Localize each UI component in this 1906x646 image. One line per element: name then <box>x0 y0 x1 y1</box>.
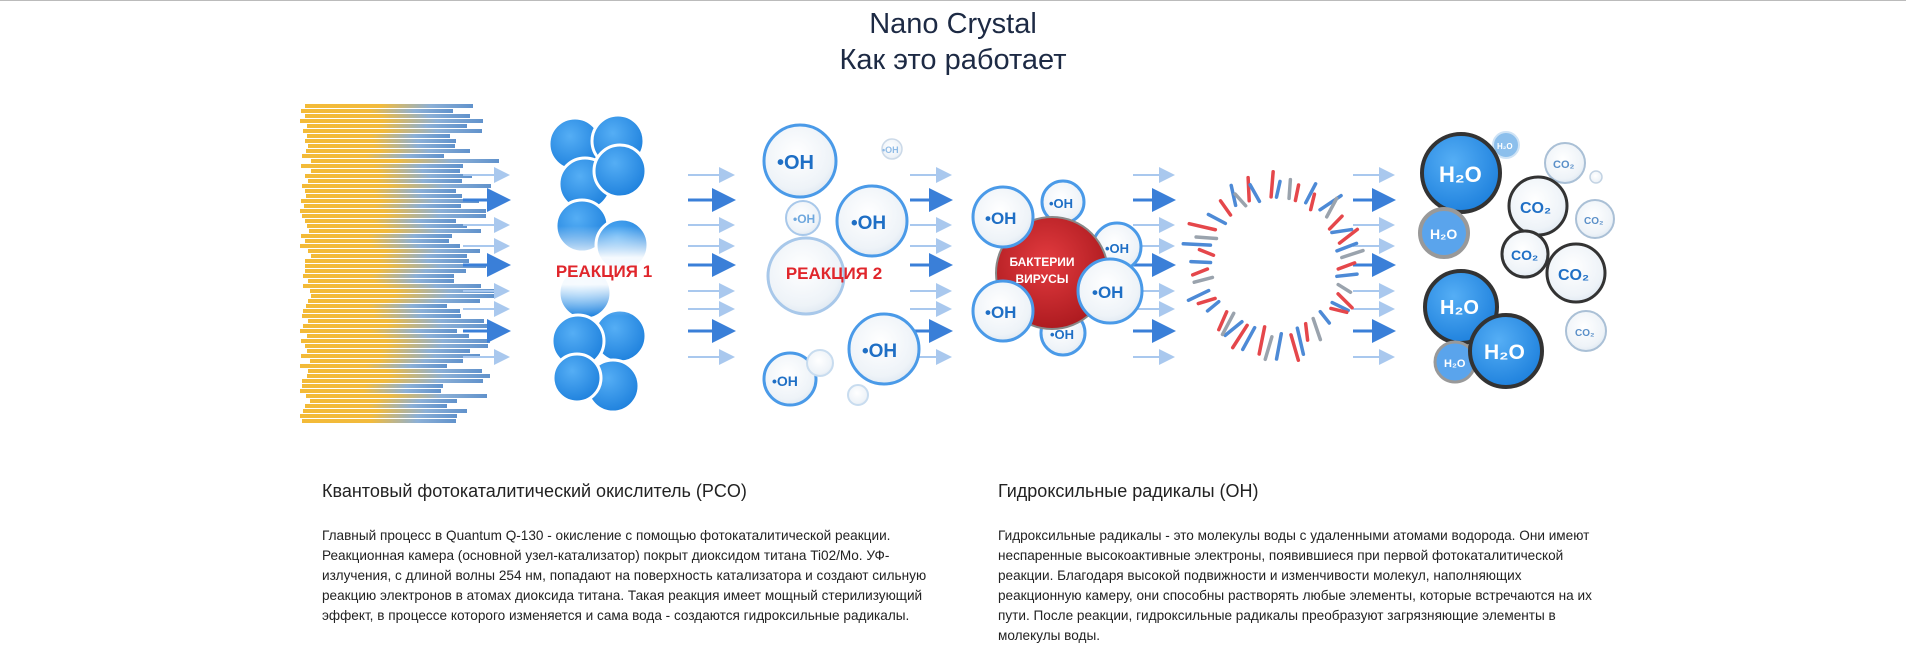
oh-description: Гидроксильные радикалы - это молекулы во… <box>998 528 1592 643</box>
pco-description: Главный процесс в Quantum Q-130 - окисле… <box>322 528 927 623</box>
svg-text:•OH: •OH <box>1092 283 1123 302</box>
svg-text:•OH: •OH <box>882 145 899 155</box>
uv-rays <box>300 104 499 423</box>
oh-radicals-cluster: •OH •OH •OH •OH •OH •OH <box>762 123 921 407</box>
svg-text:•OH: •OH <box>777 152 814 174</box>
bacteria-label-line1: БАКТЕРИИ <box>1009 255 1074 269</box>
oh-heading: Гидроксильные радикалы (OH) <box>998 481 1259 501</box>
svg-text:CO₂: CO₂ <box>1553 159 1575 171</box>
svg-text:•OH: •OH <box>985 303 1016 322</box>
destroyed-fragments-ring <box>1181 170 1365 363</box>
catalyst-spheres <box>540 113 660 414</box>
svg-text:H₂O: H₂O <box>1439 162 1482 187</box>
svg-text:H₂O: H₂O <box>1497 142 1513 151</box>
svg-text:CO₂: CO₂ <box>1511 247 1538 263</box>
process-diagram: РЕАКЦИЯ 1 •OH •OH •OH •OH •OH •OH РЕАКЦИ… <box>300 104 1615 423</box>
bacteria-virus-cluster: •OH •OH •OH •OH •OH •OH <box>971 179 1144 357</box>
svg-text:•OH: •OH <box>772 373 798 389</box>
pco-section: Квантовый фотокаталитический окислитель … <box>322 479 942 626</box>
svg-text:H₂O: H₂O <box>1484 341 1525 364</box>
reaction-1-label: РЕАКЦИЯ 1 <box>556 262 652 281</box>
page-title: Nano Crystal <box>869 8 1037 40</box>
bacteria-label-line2: ВИРУСЫ <box>1015 272 1068 286</box>
svg-text:•OH: •OH <box>1050 327 1074 342</box>
flow-arrows <box>463 167 1396 365</box>
pco-heading: Квантовый фотокаталитический окислитель … <box>322 481 747 501</box>
svg-text:•OH: •OH <box>1105 241 1129 256</box>
svg-text:H₂O: H₂O <box>1444 358 1466 370</box>
svg-text:•OH: •OH <box>793 212 815 226</box>
page-subtitle: Как это работает <box>839 44 1067 76</box>
svg-text:CO₂: CO₂ <box>1575 328 1594 339</box>
oh-section: Гидроксильные радикалы (OH) Гидроксильны… <box>998 479 1608 646</box>
svg-text:•OH: •OH <box>862 341 897 362</box>
output-molecules: H₂O H₂O H₂O H₂O H₂O H₂O CO₂ CO₂ CO₂ CO₂ … <box>1418 131 1615 389</box>
svg-text:H₂O: H₂O <box>1440 297 1479 319</box>
reaction-2-label: РЕАКЦИЯ 2 <box>786 264 882 283</box>
svg-text:CO₂: CO₂ <box>1558 267 1589 284</box>
svg-text:•OH: •OH <box>985 209 1016 228</box>
svg-text:H₂O: H₂O <box>1430 226 1457 242</box>
svg-text:•OH: •OH <box>851 213 886 234</box>
svg-text:CO₂: CO₂ <box>1520 200 1551 217</box>
svg-text:•OH: •OH <box>1049 196 1073 211</box>
svg-text:CO₂: CO₂ <box>1584 216 1603 227</box>
